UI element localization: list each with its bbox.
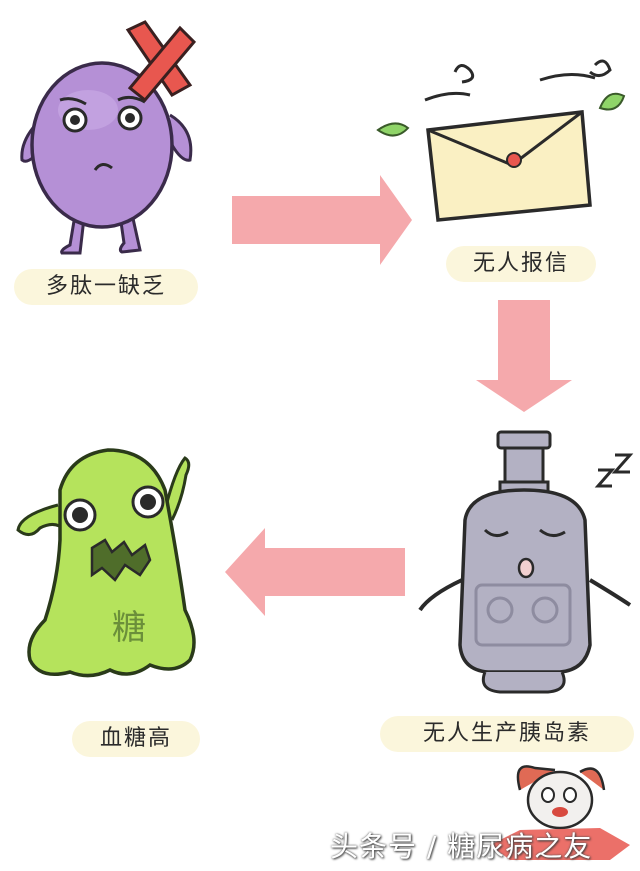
envelope-icon <box>376 59 626 222</box>
glucose-blob-character <box>16 448 196 678</box>
blob-sugar-character: 糖 <box>112 608 146 648</box>
step-label-no-insulin: 无人生产胰岛素 <box>380 716 634 752</box>
step-label-high-blood-sugar: 血糖高 <box>72 721 200 757</box>
step-label-peptide-deficiency: 多肽一缺乏 <box>14 269 198 305</box>
arrow-left-bottom <box>225 528 405 616</box>
pancreas-bottle-character <box>418 430 634 694</box>
step-label-no-messenger: 无人报信 <box>446 246 596 282</box>
dog-mascot-icon <box>490 765 630 860</box>
arrow-right-top <box>232 175 412 265</box>
red-cross-icon <box>125 20 197 103</box>
arrow-down-right <box>476 300 572 412</box>
watermark: 头条号 / 糖尿病之友 <box>330 830 593 863</box>
peptide-character <box>20 61 193 255</box>
